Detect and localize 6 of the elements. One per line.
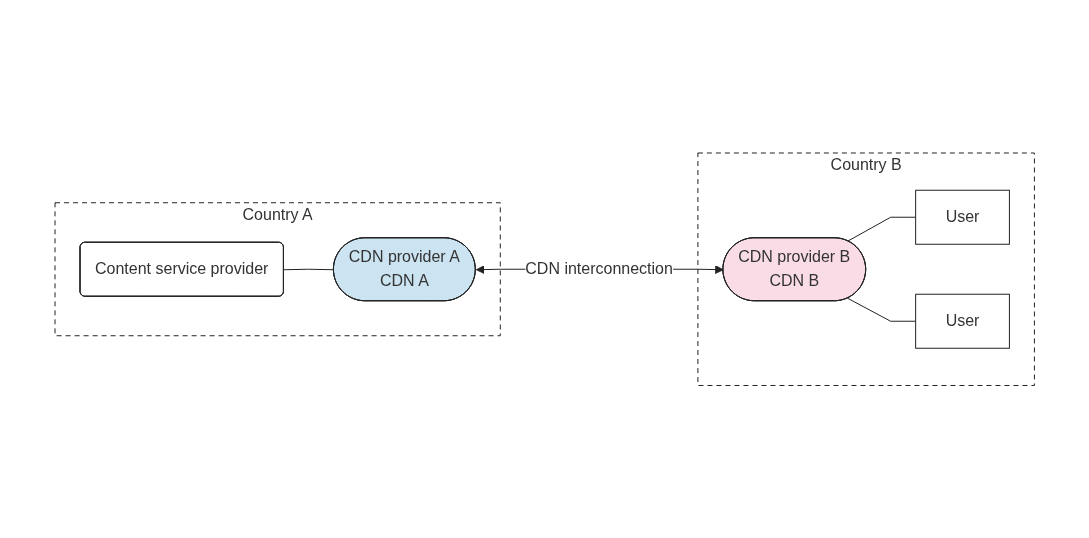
- connector: [847, 216, 916, 242]
- connector: [847, 297, 916, 322]
- node-box: User: [914, 189, 1010, 245]
- connector: [283, 268, 335, 270]
- node-box: User: [914, 293, 1010, 349]
- edge-label: CDN interconnection: [525, 259, 673, 277]
